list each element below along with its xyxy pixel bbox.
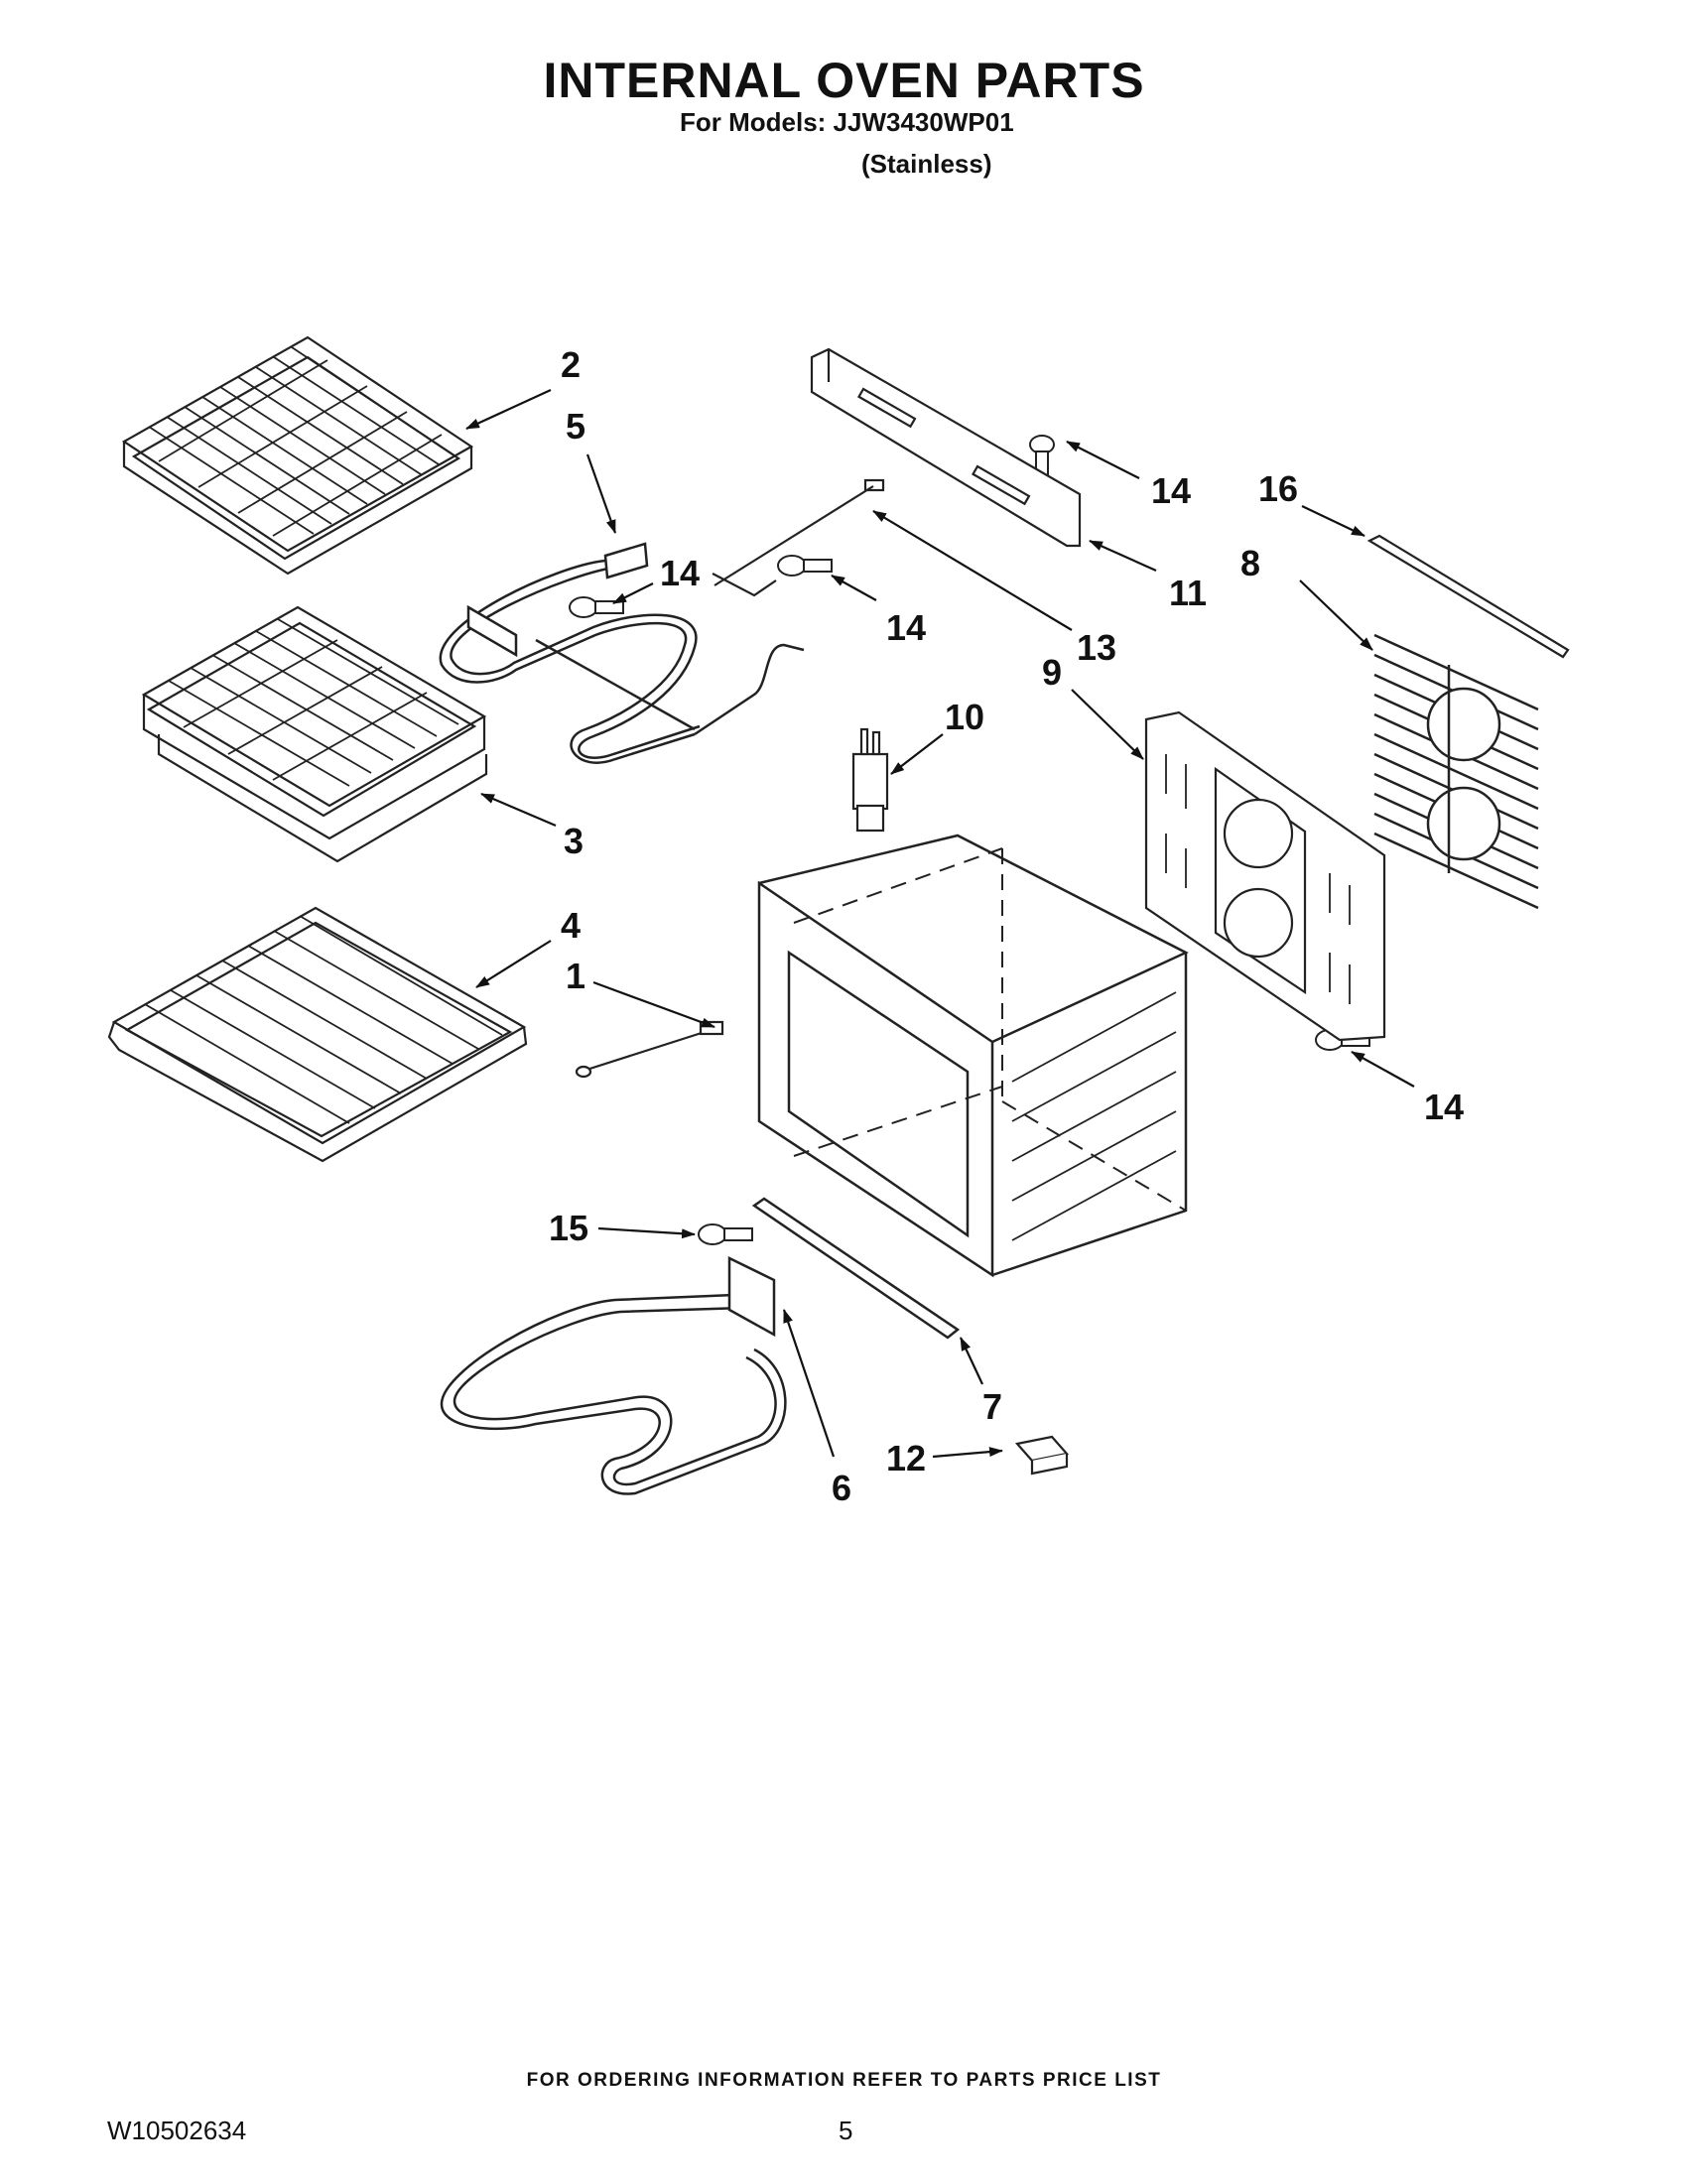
- callout-1: 1: [566, 956, 585, 996]
- callout-8: 8: [1240, 543, 1260, 583]
- callout-4: 4: [561, 905, 581, 946]
- callout-12: 12: [886, 1438, 926, 1478]
- leader-lines: [465, 389, 1415, 1459]
- callout-10: 10: [945, 697, 984, 737]
- element-strip: [1366, 534, 1570, 659]
- callout-14-broil: 14: [660, 553, 700, 593]
- models-line: For Models: JJW3430WP01: [680, 107, 1014, 137]
- ordering-note: FOR ORDERING INFORMATION REFER TO PARTS …: [526, 2070, 1162, 2091]
- oven-cavity: [757, 834, 1189, 1278]
- callout-15: 15: [549, 1208, 588, 1248]
- convection-fan-cover: [1144, 710, 1386, 1042]
- vent-bracket: [810, 347, 1082, 548]
- variant-label: (Stainless): [861, 149, 992, 179]
- callout-14-sensor: 14: [886, 607, 926, 648]
- convection-element: [1373, 633, 1539, 910]
- callout-11: 11: [1169, 573, 1207, 613]
- oven-sensor: [712, 478, 885, 597]
- oven-rack-lower: [107, 906, 528, 1163]
- callout-5: 5: [566, 406, 585, 447]
- broil-element: [439, 542, 805, 764]
- page-title: INTERNAL OVEN PARTS: [543, 53, 1145, 108]
- thermal-fuse: [851, 727, 889, 833]
- document-number: W10502634: [107, 2116, 247, 2145]
- callout-14-cover: 14: [1424, 1087, 1464, 1127]
- heater-tube: [751, 1197, 961, 1340]
- oven-rack-middle: [141, 605, 488, 863]
- screw-parts: [569, 435, 1370, 1245]
- oven-rack-upper: [121, 335, 474, 576]
- callout-16: 16: [1258, 468, 1298, 509]
- callout-7: 7: [982, 1386, 1002, 1427]
- callout-13: 13: [1077, 627, 1116, 668]
- bake-element: [440, 1255, 787, 1495]
- callout-14-top: 14: [1151, 470, 1191, 511]
- callout-6: 6: [832, 1468, 851, 1508]
- callout-3: 3: [564, 821, 584, 861]
- small-bracket: [1014, 1435, 1070, 1476]
- temperature-sensor: [575, 1020, 724, 1079]
- callout-2: 2: [561, 344, 581, 385]
- page-number: 5: [839, 2116, 853, 2145]
- callout-9: 9: [1042, 652, 1062, 693]
